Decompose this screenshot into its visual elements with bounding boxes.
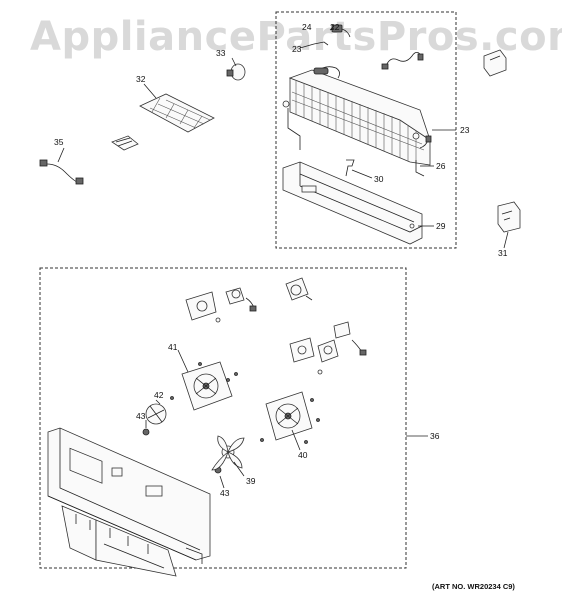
part-24-clip[interactable] xyxy=(313,41,329,46)
label-39: 39 xyxy=(246,476,256,486)
label-36: 36 xyxy=(430,431,440,441)
part-31-cover[interactable] xyxy=(497,201,521,233)
part-39-fan-blade[interactable] xyxy=(211,435,245,471)
watermark: AppliancePartsPros.com xyxy=(30,14,562,60)
part-fan-motor-bracket-a[interactable] xyxy=(185,287,257,323)
label-42: 42 xyxy=(154,390,164,400)
art-number: (ART NO. WR20234 C9) xyxy=(432,582,515,591)
part-light-socket[interactable] xyxy=(111,135,139,151)
label-41: 41 xyxy=(168,342,178,352)
part-wire-harness-top[interactable] xyxy=(381,52,424,70)
label-35: 35 xyxy=(54,137,64,147)
label-43-right: 43 xyxy=(220,488,230,498)
label-33: 33 xyxy=(216,48,226,58)
part-43-nut-a[interactable] xyxy=(142,428,150,436)
label-23: 23 xyxy=(460,125,470,135)
part-motor-b[interactable] xyxy=(285,277,313,301)
part-top-right-bracket[interactable] xyxy=(483,49,507,77)
label-32: 32 xyxy=(136,74,146,84)
part-23-evaporator[interactable] xyxy=(282,66,431,177)
label-43-left: 43 xyxy=(136,411,146,421)
part-30-bracket[interactable] xyxy=(345,159,355,177)
part-26-defrost-heater[interactable] xyxy=(419,135,432,149)
part-35-wire-harness[interactable] xyxy=(39,159,84,185)
part-32-light-grille[interactable] xyxy=(139,93,215,133)
label-31: 31 xyxy=(498,248,508,258)
label-40: 40 xyxy=(298,450,308,460)
label-29: 29 xyxy=(436,221,446,231)
part-fan-motor-bracket-c[interactable] xyxy=(289,321,367,375)
part-29-evaporator-cover[interactable] xyxy=(282,161,423,245)
label-26: 26 xyxy=(436,161,446,171)
part-41-fan-housing[interactable] xyxy=(170,361,238,411)
part-40-fan-housing[interactable] xyxy=(260,391,320,444)
part-33-light-bulb[interactable] xyxy=(226,63,246,81)
group-box-rear-panel xyxy=(39,267,407,569)
part-42-fan-blade[interactable] xyxy=(145,403,167,425)
label-23-upper: 23 xyxy=(292,44,302,54)
label-22: 22 xyxy=(330,22,340,32)
label-30: 30 xyxy=(374,174,384,184)
part-36-rear-panel[interactable] xyxy=(47,427,211,577)
label-24: 24 xyxy=(302,22,312,32)
leader-lines xyxy=(57,27,509,489)
part-22-thermostat[interactable] xyxy=(331,24,351,38)
